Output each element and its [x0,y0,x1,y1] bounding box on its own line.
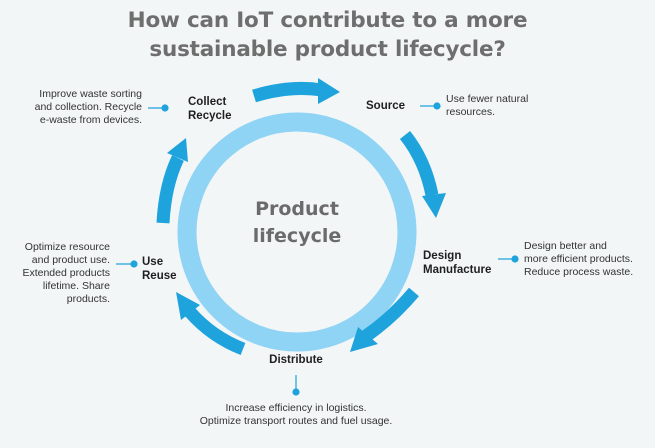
title-line-2: sustainable product lifecycle? [149,37,506,62]
title-line-1: How can IoT contribute to a more [127,8,528,33]
center-label-line-2: lifecycle [252,225,342,247]
arrow-source-to-design [399,130,439,197]
stage-design-description: Design better and more efficient product… [524,240,634,278]
arrow-distribute-to-use [185,307,246,356]
connector-dot-source [433,102,441,110]
arrowhead-distribute [350,327,378,352]
stage-distribute-label: Distribute [269,354,323,366]
stage-collect-label: Collect Recycle [188,96,232,122]
center-label: Product lifecycle [222,196,372,250]
connector-dot-use [130,260,138,268]
connector-dot-collect [161,104,169,112]
stage-source-description: Use fewer natural resources. [446,93,529,118]
arrow-design-to-distribute [362,287,419,342]
stage-collect-description: Improve waste sorting and collection. Re… [34,88,142,126]
center-label-line-1: Product [255,198,339,220]
arrowhead-collect [167,138,188,162]
arrowhead-design [422,193,446,218]
arrow-use-to-collect [156,155,184,224]
lifecycle-ring [177,112,417,352]
stage-use-label: Use Reuse [142,256,177,282]
stage-distribute-description: Increase efficiency in logistics. Optimi… [199,402,393,427]
arrow-collect-to-source [252,81,324,103]
arrowhead-use [176,292,200,320]
cycle-arrows [156,81,439,356]
stage-design-label: Design Manufacture [423,250,492,276]
arrowhead-source [318,78,340,104]
stage-use-description: Optimize resource and product use. Exten… [22,241,110,305]
arrow-heads [167,78,446,352]
connector-dot-design [511,255,519,263]
connector-dot-distribute [292,388,300,396]
connectors [116,102,519,396]
diagram-title: How can IoT contribute to a more sustain… [0,6,655,64]
stage-source-label: Source [366,100,405,112]
